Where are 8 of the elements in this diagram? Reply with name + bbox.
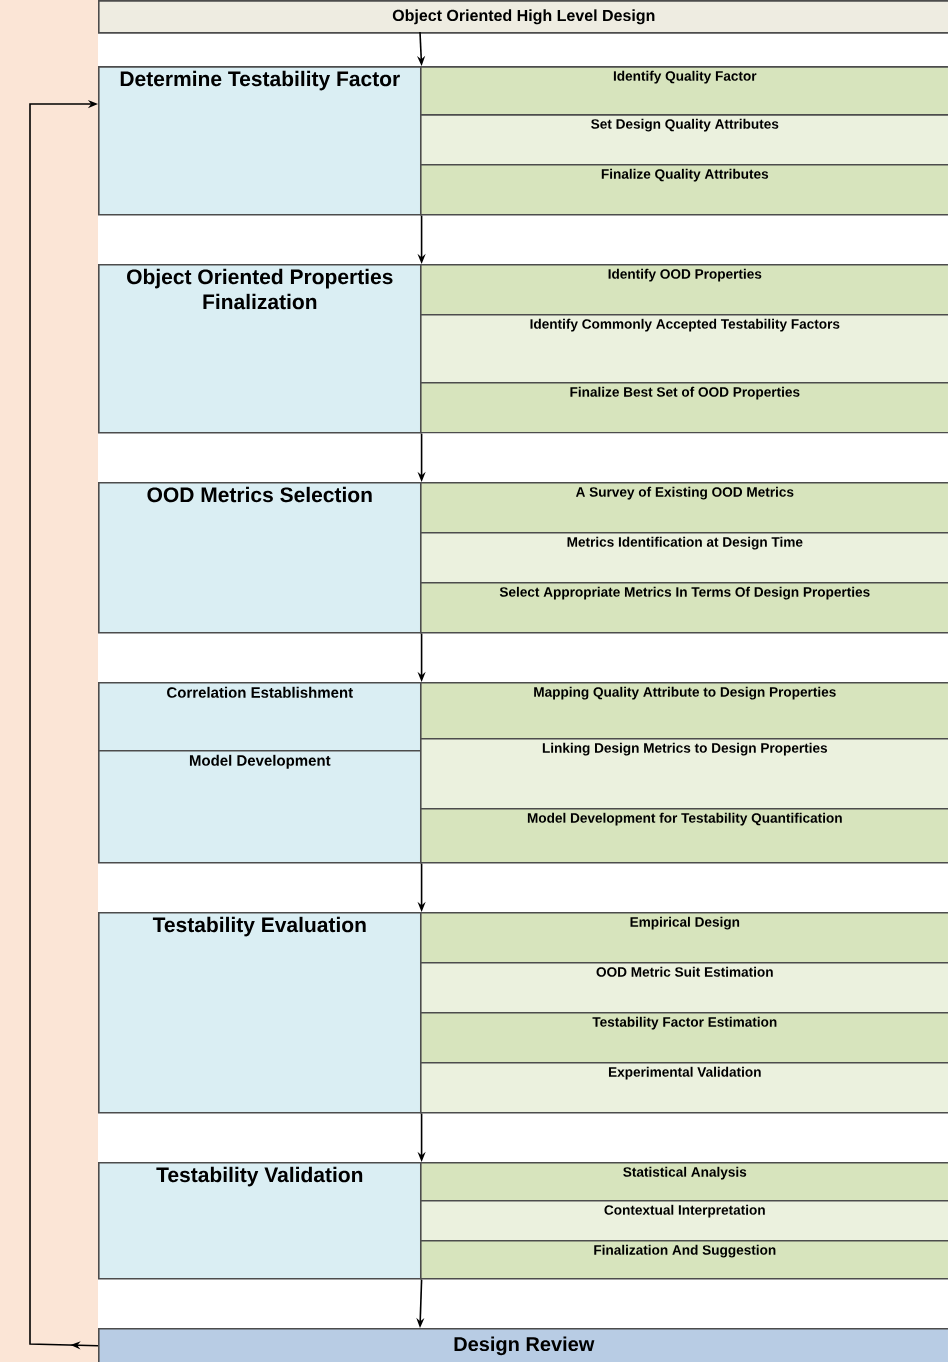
stage-box: Determine Testability Factor: [98, 66, 422, 216]
stage-box: Object Oriented Properties Finalization: [98, 264, 422, 434]
stage-box: OOD Metrics Selection: [98, 482, 422, 634]
stage-box: Testability Validation: [98, 1162, 422, 1280]
title-bar: Object Oriented High Level Design: [98, 0, 948, 34]
stage-box: Testability Evaluation: [98, 912, 422, 1114]
feedback-arrow: [29, 99, 99, 1350]
process-box: Design Review: [98, 1328, 948, 1362]
